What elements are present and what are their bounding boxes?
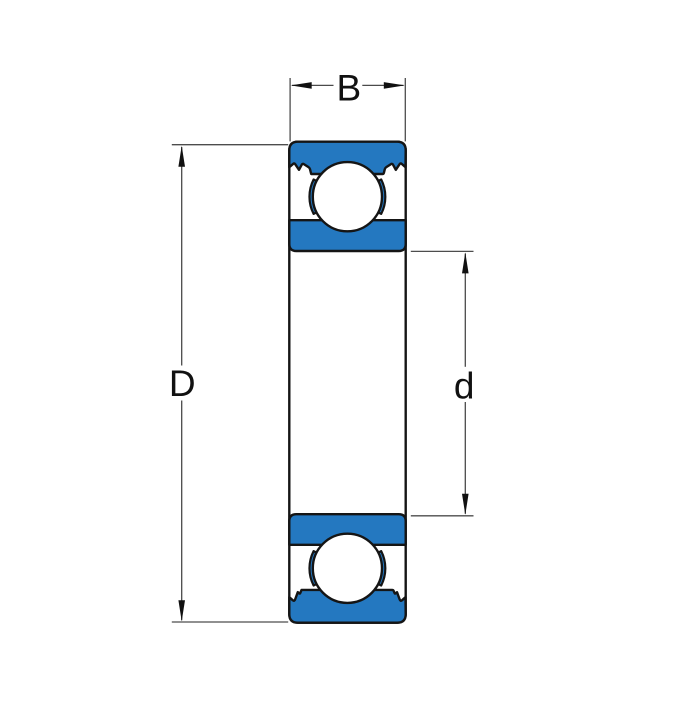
svg-text:d: d: [454, 366, 475, 407]
svg-text:B: B: [336, 67, 361, 108]
svg-text:D: D: [169, 363, 196, 404]
